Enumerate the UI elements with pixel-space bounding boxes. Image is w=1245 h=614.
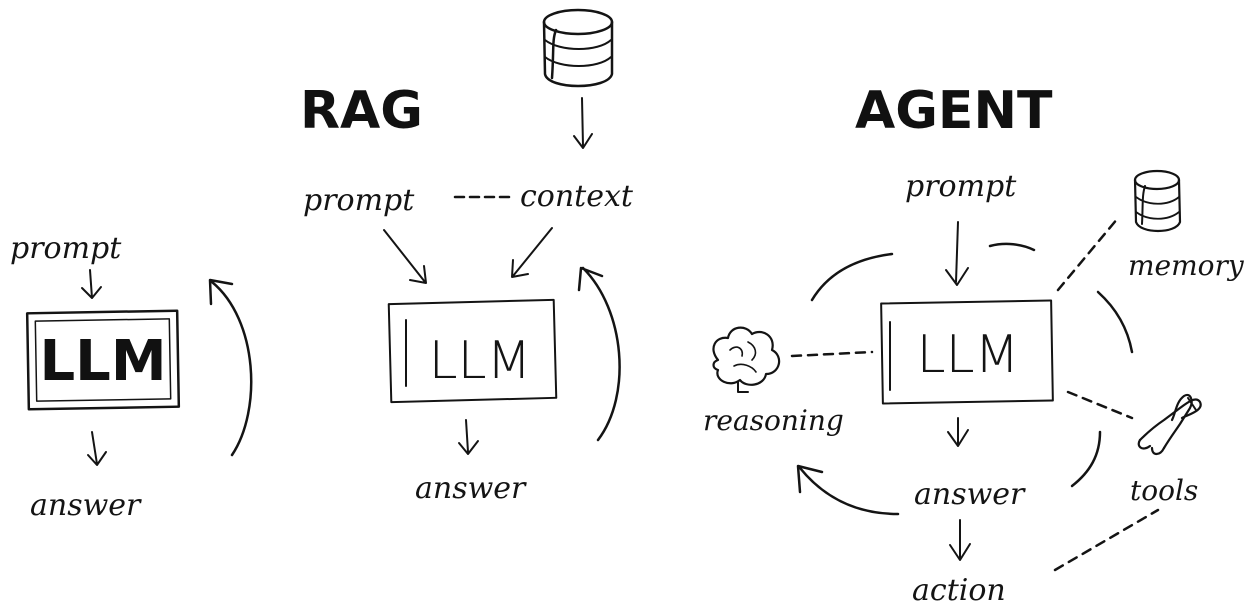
agent-reasoning-label: reasoning	[703, 404, 844, 437]
rag-title: RAG	[300, 81, 423, 141]
rag-answer-label: answer	[415, 471, 527, 506]
rag-llm-box-label: LLM	[429, 331, 532, 391]
rag-prompt-arrow	[383, 229, 427, 284]
rag-answer-arrow	[458, 419, 479, 455]
agent-llm-box-label: LLM	[917, 325, 1020, 385]
agent-diagram: AGENT prompt LLM answer action memory re…	[703, 81, 1245, 608]
llm-prompt-label: prompt	[10, 231, 122, 266]
agent-title: AGENT	[855, 81, 1053, 141]
rag-loop-arrow	[577, 266, 621, 442]
llm-loop-arrow	[208, 278, 253, 457]
agent-memory-link	[1056, 216, 1120, 292]
agent-prompt-label: prompt	[905, 169, 1017, 204]
agent-action-arrow	[949, 519, 971, 561]
rag-context-arrow	[511, 227, 553, 278]
agent-loop-arrow-reasoning	[796, 464, 900, 516]
agent-loop-arc-bottom-right	[1070, 430, 1102, 488]
rag-llm-box	[387, 298, 558, 404]
agent-answer-label: answer	[914, 477, 1026, 512]
agent-llm-box	[880, 299, 1054, 405]
llm-box-label: LLM	[39, 329, 166, 394]
agent-reasoning-link	[790, 350, 874, 358]
rag-prompt-label: prompt	[303, 183, 415, 218]
llm-diagram: prompt LLM answer	[10, 231, 253, 523]
llm-prompt-arrow	[81, 269, 102, 299]
llm-answer-label: answer	[30, 488, 142, 523]
agent-memory-label: memory	[1128, 249, 1245, 282]
rag-db-arrow	[573, 97, 593, 149]
agent-tools-icon	[1137, 393, 1202, 456]
llm-box	[25, 309, 181, 411]
llm-box-inner-frame	[34, 318, 172, 402]
agent-action-label: action	[912, 573, 1006, 608]
rag-database-icon	[542, 8, 614, 88]
agent-prompt-arrow	[945, 221, 969, 286]
agent-answer-arrow	[947, 417, 969, 447]
agent-tools-link	[1066, 390, 1134, 420]
agent-loop-arc-top-left	[810, 252, 894, 302]
agent-loop-arc-top	[988, 242, 1036, 252]
agent-loop-arc-right	[1096, 290, 1134, 354]
agent-memory-icon	[1133, 169, 1182, 233]
agent-reasoning-icon	[712, 326, 781, 393]
llm-answer-arrow	[87, 431, 107, 466]
agent-tools-label: tools	[1130, 474, 1198, 507]
rag-diagram: RAG prompt context LLM answer	[300, 8, 634, 506]
rag-context-label: context	[520, 179, 634, 214]
agent-action-tools-link	[1053, 508, 1160, 572]
